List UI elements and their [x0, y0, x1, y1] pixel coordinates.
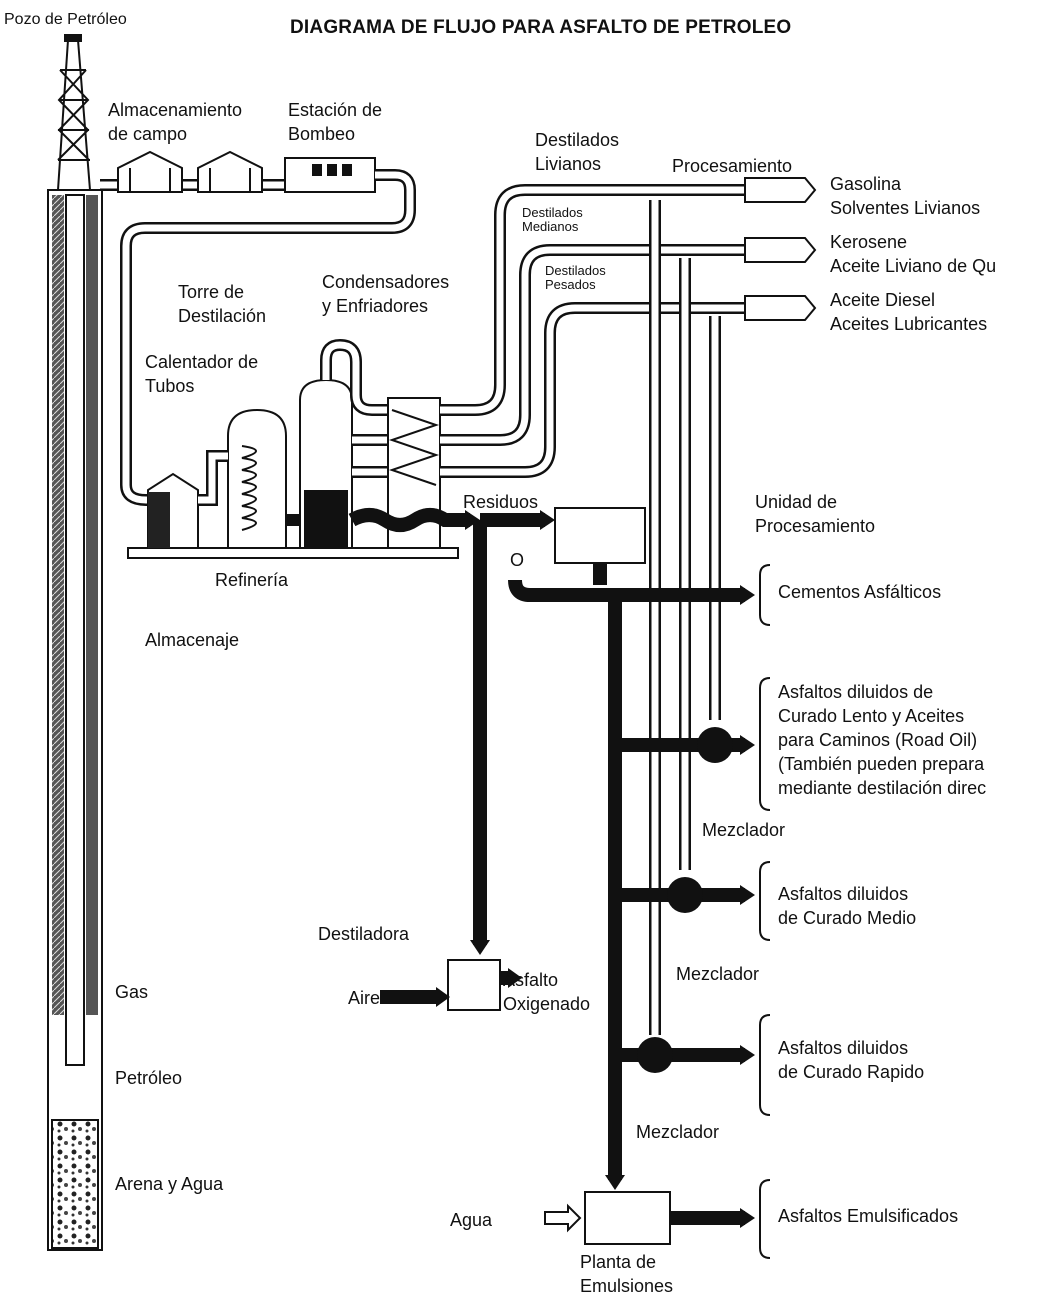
o-mark: O — [510, 550, 525, 570]
heater-label: Calentador de Tubos — [145, 352, 259, 396]
slow-cure-label: Asfaltos diluidos de Curado Lento y Acei… — [778, 682, 987, 798]
asphalt-trunk — [605, 595, 755, 1190]
medium-distillates-label: Destilados Medianos — [522, 205, 583, 234]
oxidized-asphalt-label: Asfalto Oxigenado — [503, 970, 591, 1014]
rapid-cure-label: Asfaltos diluidos de Curado Rapido — [778, 1038, 925, 1082]
crude-pipe-to-refinery — [120, 169, 416, 506]
residues-label: Residuos — [463, 492, 539, 512]
storage-tank — [147, 472, 199, 549]
oxidizer-label: Destiladora — [318, 924, 410, 944]
emulsion-plant-label: Planta de Emulsiones — [580, 1252, 674, 1296]
distillate-pipes — [440, 184, 625, 478]
processing-unit-label: Unidad de Procesamiento — [755, 492, 876, 536]
diesel-label: Aceite Diesel Aceites Lubricantes — [830, 290, 988, 334]
well-label: Pozo de Petróleo — [4, 11, 127, 28]
field-storage-label: Almacenamiento de campo — [108, 100, 243, 144]
condensers-label: Condensadores y Enfriadores — [322, 272, 450, 316]
distillation-tower — [286, 338, 392, 549]
gasoline-label: Gasolina Solventes Livianos — [830, 174, 981, 218]
water-label: Agua — [450, 1210, 493, 1230]
refinery-base — [127, 547, 459, 559]
product-brackets — [759, 564, 771, 1259]
tube-heater — [198, 408, 287, 549]
well-to-pump-pipe — [100, 150, 376, 193]
mixer-label-2: Mezclador — [676, 964, 760, 984]
sand-water-label: Arena y Agua — [115, 1174, 224, 1194]
field-storage-tanks — [117, 150, 263, 193]
light-distillates-label: Destilados Livianos — [535, 130, 620, 174]
well-casing — [47, 189, 103, 1251]
gas-label: Gas — [115, 982, 149, 1002]
oil-derrick — [57, 34, 91, 191]
distillation-tower-label: Torre de Destilación — [178, 282, 267, 326]
mixer-label-1: Mezclador — [702, 820, 786, 840]
medium-cure-label: Asfaltos diluidos de Curado Medio — [778, 884, 917, 928]
mixer-label-3: Mezclador — [636, 1122, 720, 1142]
refinery-label: Refinería — [215, 570, 289, 590]
storage-label: Almacenaje — [145, 630, 240, 650]
emulsified-label: Asfaltos Emulsificados — [778, 1206, 959, 1226]
kerosene-label: Kerosene Aceite Liviano de Qu — [830, 232, 997, 276]
residue-pipe — [348, 508, 555, 955]
diagram-title: DIAGRAMA DE FLUJO PARA ASFALTO DE PETROL… — [290, 17, 792, 38]
heavy-distillates-label: Destilados Pesados — [545, 263, 606, 292]
processing-label: Procesamiento — [672, 156, 793, 176]
pump-station — [284, 157, 376, 193]
pump-station-label: Estación de Bombeo — [288, 100, 383, 144]
asphalt-cements-label: Cementos Asfálticos — [778, 582, 942, 602]
oil-layer-label: Petróleo — [115, 1068, 183, 1088]
oxidizer — [380, 959, 522, 1011]
air-label: Aire — [348, 988, 381, 1008]
processing-unit-box — [508, 507, 755, 605]
emulsion-plant — [544, 1191, 755, 1245]
